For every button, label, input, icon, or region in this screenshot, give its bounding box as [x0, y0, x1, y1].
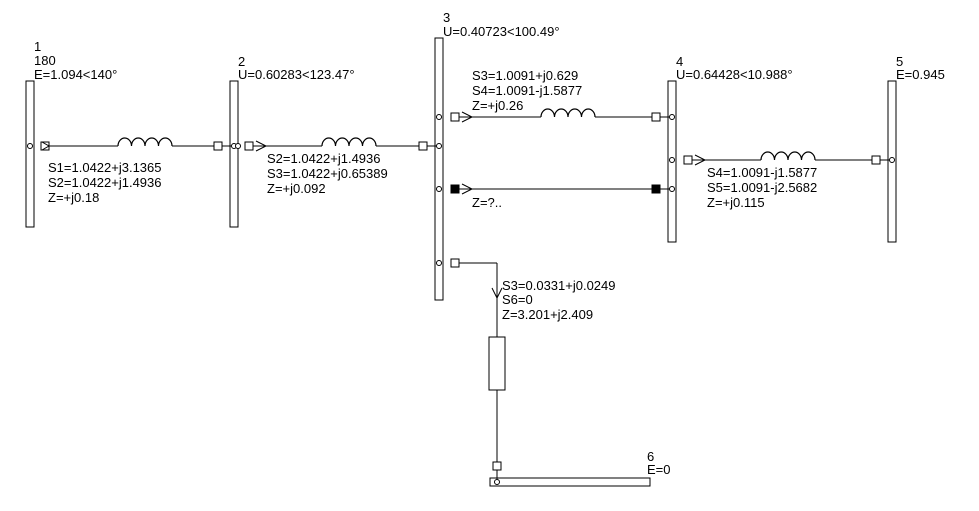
bus-5-label-0: 5	[896, 54, 903, 69]
branch-3-4-top-element	[436, 108, 675, 123]
branch-3-4-top-label-0: S3=1.0091+j0.629	[472, 68, 578, 83]
branch-2-3-label-2: Z=+j0.092	[267, 181, 326, 196]
bus-1-label-0: 1	[34, 39, 41, 54]
branch-3-6-element	[436, 258, 506, 485]
branch-3-4-mid-element	[436, 183, 675, 195]
bus-1-label-2: E=1.094<140°	[34, 67, 117, 82]
bus-6-label-1: E=0	[647, 462, 671, 477]
branch-3-4-top-label-2: Z=+j0.26	[472, 98, 523, 113]
bus-bar-1	[25, 80, 35, 228]
bus-1-label-1: 180	[34, 53, 56, 68]
bus-4-label-0: 4	[676, 54, 683, 69]
resistor	[488, 336, 506, 391]
branch-2-3-label-0: S2=1.0422+j1.4936	[267, 151, 381, 166]
bus-bar-3	[434, 37, 444, 301]
branch-1-2-label-2: Z=+j0.18	[48, 190, 99, 205]
branch-2-3-element	[235, 137, 442, 152]
bus-6-label-0: 6	[647, 449, 654, 464]
bus-bar-2	[229, 80, 239, 228]
bus-bar-6	[489, 477, 651, 487]
branch-4-5-label-2: Z=+j0.115	[707, 195, 765, 210]
bus-3-label-1: U=0.40723<100.49°	[443, 24, 560, 39]
branch-4-5-label-0: S4=1.0091-j1.5877	[707, 165, 817, 180]
branch-3-6-label-1: S6=0	[502, 292, 533, 307]
branch-3-6-label-0: S3=0.0331+j0.0249	[502, 278, 616, 293]
branch-3-4-mid-label-0: Z=?..	[472, 195, 502, 210]
branch-1-2-label-1: S2=1.0422+j1.4936	[48, 175, 162, 190]
branch-3-6-label-2: Z=3.201+j2.409	[502, 307, 593, 322]
branch-1-2-element	[27, 137, 237, 151]
bus-4-label-1: U=0.64428<10.988°	[676, 67, 793, 82]
bus-5-label-1: E=0.945	[896, 67, 945, 82]
bus-3-label-0: 3	[443, 10, 450, 25]
bus-2-label-1: U=0.60283<123.47°	[238, 67, 355, 82]
branch-1-2-label-0: S1=1.0422+j3.1365	[48, 160, 162, 175]
branch-3-4-top-label-1: S4=1.0091-j1.5877	[472, 83, 582, 98]
branch-2-3-label-1: S3=1.0422+j0.65389	[267, 166, 388, 181]
branch-4-5-element	[669, 151, 895, 166]
branch-4-5-label-1: S5=1.0091-j2.5682	[707, 180, 817, 195]
bus-2-label-0: 2	[238, 54, 245, 69]
